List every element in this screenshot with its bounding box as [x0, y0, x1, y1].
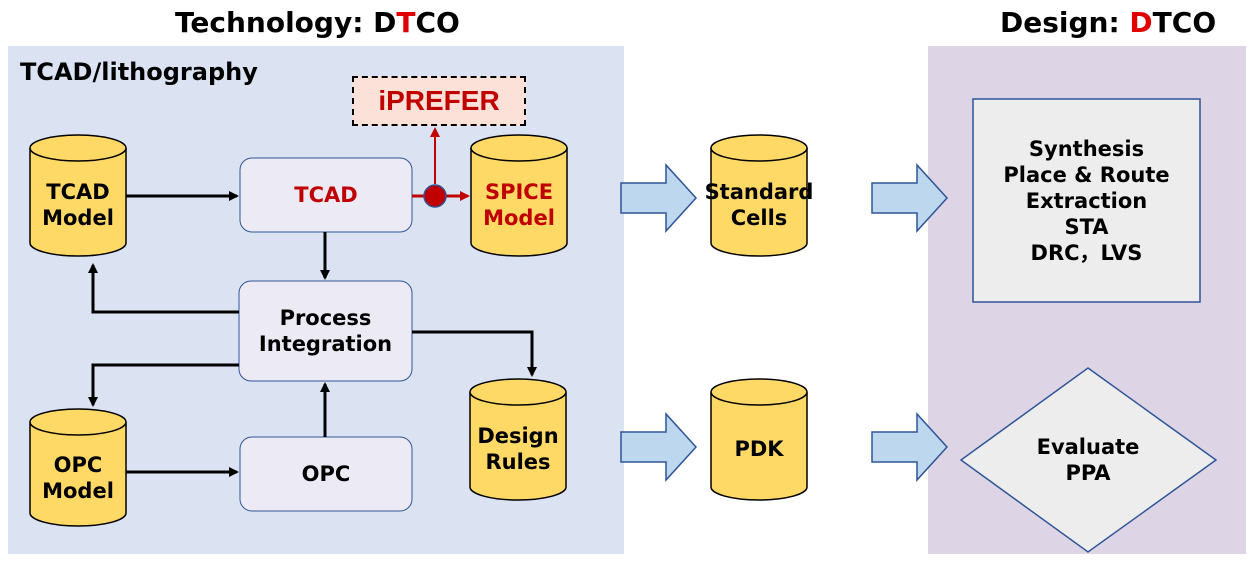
opc-label: OPC	[301, 462, 351, 486]
opc-model-label: OPC Model	[42, 453, 114, 503]
iprefer-tap-node	[423, 184, 447, 208]
process-to-opc-model-arrow	[88, 363, 239, 407]
spice-model-cylinder	[470, 134, 568, 257]
design-rules-cylinder	[469, 378, 567, 501]
iprefer-box: iPREFER	[352, 76, 526, 126]
rules-to-pdk-block-arrow	[620, 412, 698, 482]
tcad-model-cylinder	[29, 134, 127, 257]
spice-to-cells-block-arrow	[620, 163, 698, 233]
process-to-design-rules-arrow	[412, 330, 537, 377]
pdk-label: PDK	[734, 437, 784, 461]
evaluate-ppa-label: Evaluate PPA	[1036, 435, 1140, 485]
pdk-to-ppa-block-arrow	[871, 412, 949, 482]
tcad-model-label: TCAD Model	[42, 180, 114, 230]
standard-cells-cylinder	[710, 134, 808, 257]
technology-title: Technology: DTCO	[175, 6, 460, 39]
evaluate-ppa-diamond	[959, 367, 1218, 553]
pdk-cylinder	[710, 378, 808, 501]
process-integration-label: Process Integration	[258, 306, 393, 356]
process-to-tcad-model-arrow	[88, 263, 239, 314]
tcad-label: TCAD	[294, 183, 358, 207]
design-flow-label: Synthesis Place & Route Extraction STA D…	[1003, 136, 1170, 265]
design-flow-box	[972, 98, 1201, 303]
tcad-lithography-label: TCAD/lithography	[20, 58, 258, 86]
design-rules-label: Design Rules	[477, 424, 559, 474]
spice-model-label: SPICE Model	[483, 180, 555, 230]
design-title: Design: DTCO	[1000, 6, 1217, 39]
standard-cells-label: Standard Cells	[704, 180, 814, 230]
opc-model-cylinder	[29, 408, 127, 527]
cells-to-design-block-arrow	[871, 163, 949, 233]
